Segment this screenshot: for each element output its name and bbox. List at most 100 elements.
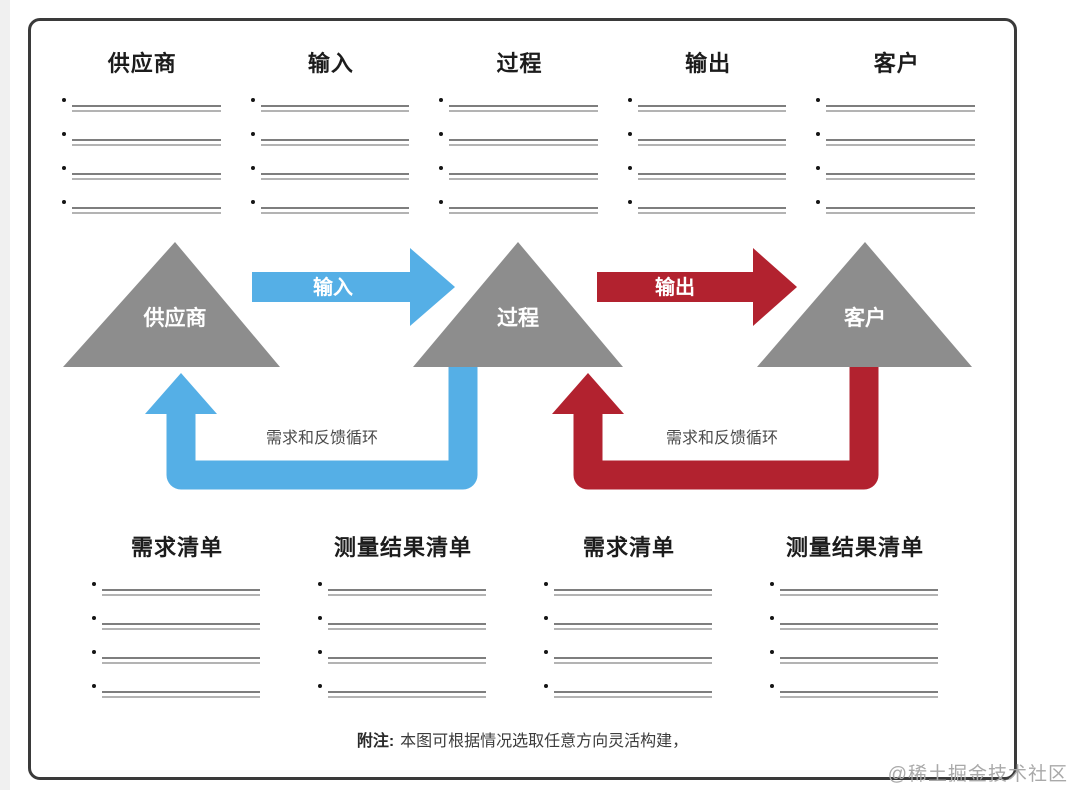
blank-line (62, 124, 223, 158)
blank-rule (449, 105, 598, 112)
column-title: 测量结果清单 (333, 535, 472, 560)
footnote-label: 附注: (356, 733, 395, 750)
blank-line (627, 124, 789, 158)
bullet-dot (62, 166, 66, 170)
bullet-dot (318, 684, 322, 688)
blank-line (544, 676, 714, 710)
footnote-text: 本图可根据情况选取任意方向灵活构建， (400, 733, 689, 750)
bullet-dot (816, 200, 821, 204)
bullet-dot (92, 616, 96, 620)
customer-measures-column: 测量结果清单 (770, 534, 940, 710)
supplier-feedback-arrowhead-icon (145, 373, 217, 414)
blank-line (770, 608, 940, 642)
process-triangle (413, 242, 623, 367)
blank-line (318, 608, 488, 642)
output-arrow-body (597, 272, 754, 302)
process-triangle-label: 过程 (497, 306, 539, 330)
bullet-dot (544, 582, 548, 586)
blank-line (62, 192, 223, 226)
blank-line (92, 642, 262, 676)
blank-rule (328, 657, 486, 664)
column-title: 供应商 (107, 51, 177, 76)
process-feedback-label: 需求和反馈循环 (666, 429, 778, 447)
blank-line (439, 124, 600, 158)
process-feedback-loop-arrow (573, 365, 879, 490)
blank-rule (328, 691, 486, 698)
blank-line (318, 676, 488, 710)
blank-line (439, 158, 600, 192)
blank-line (250, 124, 412, 158)
bullet-dot (816, 132, 821, 136)
blank-rule (826, 207, 975, 214)
blank-line (92, 676, 262, 710)
customers-column: 客户 (816, 50, 977, 226)
bullet-dot (318, 650, 322, 654)
bullet-dot (770, 582, 774, 586)
blank-rule (102, 691, 260, 698)
blank-rule (826, 139, 975, 146)
bullet-dot (770, 616, 774, 620)
bullet-dot (627, 98, 632, 102)
blank-line (318, 574, 488, 608)
blank-line (627, 90, 789, 124)
process-column: 过程 (439, 50, 600, 226)
blank-rule (102, 589, 260, 596)
supplier-triangle-label: 供应商 (143, 306, 207, 330)
blank-line (544, 574, 714, 608)
blank-rule (637, 139, 787, 146)
bullet-dot (816, 166, 821, 170)
blank-rule (72, 139, 221, 146)
blank-line (318, 642, 488, 676)
bottom-lists-section: 需求清单 测量结果清单 需求清单 测量结果清单 (92, 534, 940, 710)
bullet-dot (439, 98, 444, 102)
blank-line (62, 158, 223, 192)
blank-rule (72, 207, 221, 214)
bullet-dot (544, 684, 548, 688)
supplier-feedback-label: 需求和反馈循环 (266, 429, 378, 447)
column-title: 需求清单 (582, 535, 675, 560)
bullet-dot (318, 616, 322, 620)
blank-line (816, 124, 977, 158)
blank-rule (826, 173, 975, 180)
bullet-dot (770, 650, 774, 654)
blank-rule (102, 657, 260, 664)
blank-rule (449, 207, 598, 214)
process-feedback-arrowhead-icon (552, 373, 624, 414)
blank-rule (554, 691, 712, 698)
supplier-feedback-loop-arrow (166, 365, 478, 490)
bullet-dot (250, 98, 255, 102)
blank-rule (449, 173, 598, 180)
blank-rule (260, 207, 410, 214)
bullet-dot (92, 582, 96, 586)
column-title: 输入 (307, 51, 354, 76)
blank-rule (637, 105, 787, 112)
column-title: 过程 (496, 51, 543, 76)
bullet-dot (439, 132, 444, 136)
customer-triangle (757, 242, 972, 367)
blank-line (544, 642, 714, 676)
footnote: 附注: 本图可根据情况选取任意方向灵活构建， (28, 727, 1017, 751)
bullet-dot (92, 650, 96, 654)
bullet-dot (62, 98, 66, 102)
bullet-dot (544, 650, 548, 654)
blank-line (770, 676, 940, 710)
watermark: @稀土掘金技术社区 (887, 764, 1068, 785)
blank-line (250, 158, 412, 192)
bullet-dot (62, 200, 66, 204)
blank-line (439, 192, 600, 226)
blank-line (250, 192, 412, 226)
output-arrow-label: 输出 (655, 275, 695, 299)
blank-line (544, 608, 714, 642)
supplier-triangle (63, 242, 280, 367)
blank-line (250, 90, 412, 124)
blank-rule (328, 623, 486, 630)
blank-rule (72, 105, 221, 112)
page-edge-strip (0, 0, 10, 790)
blank-line (439, 90, 600, 124)
blank-rule (72, 173, 221, 180)
column-title: 需求清单 (130, 535, 223, 560)
blank-line (627, 158, 789, 192)
blank-rule (328, 589, 486, 596)
blank-line (816, 192, 977, 226)
